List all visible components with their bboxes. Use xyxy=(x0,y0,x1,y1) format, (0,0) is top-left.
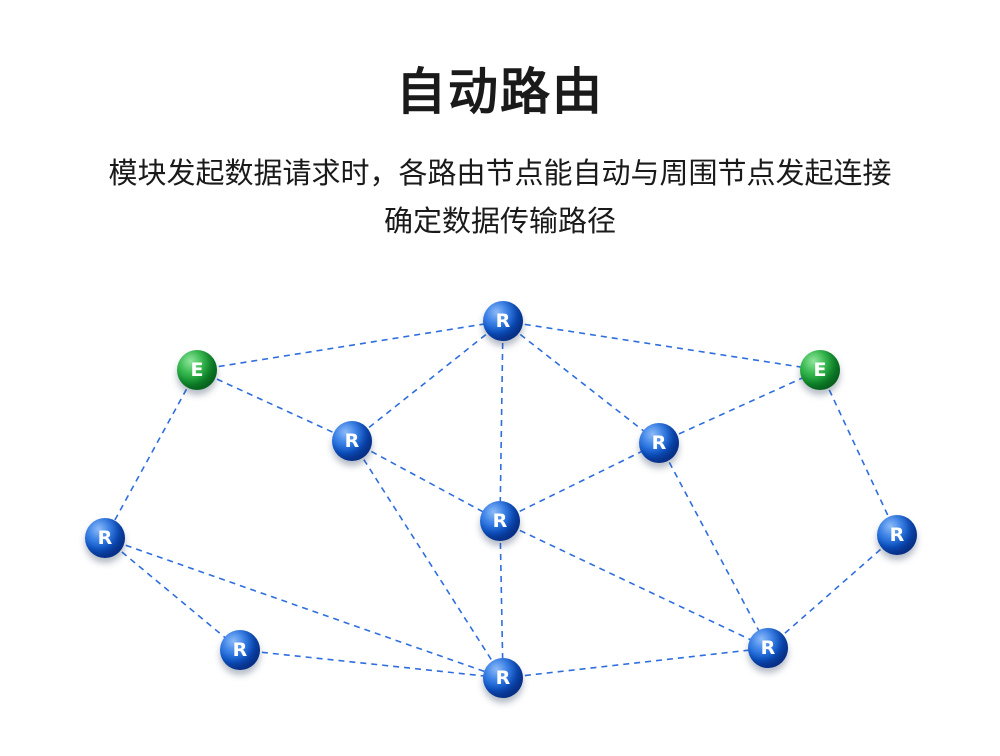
router-node-R1: R xyxy=(483,301,523,341)
endpoint-node-E1: E xyxy=(177,350,217,390)
edge-E1-R2 xyxy=(196,369,353,442)
edge-R1-R4 xyxy=(499,320,504,522)
page-title: 自动路由 xyxy=(396,63,604,121)
edge-E2-R6 xyxy=(819,369,898,536)
edge-R2-R4 xyxy=(351,440,501,522)
edge-R4-R8 xyxy=(499,520,769,649)
edge-R3-E2 xyxy=(658,369,821,444)
edge-E1-R5 xyxy=(104,369,198,539)
edge-E1-R1 xyxy=(196,320,504,371)
edge-R4-R9 xyxy=(499,520,504,679)
edge-R3-R8 xyxy=(658,442,769,649)
subtitle-line-2: 确定数据传输路径 xyxy=(383,204,616,238)
edge-R1-R3 xyxy=(502,320,660,444)
router-node-R9: R xyxy=(483,658,523,698)
router-node-R6: R xyxy=(877,515,917,555)
router-node-R4: R xyxy=(480,501,520,541)
router-node-R5: R xyxy=(85,518,125,558)
edge-R7-R9 xyxy=(239,649,504,679)
edge-R5-R7 xyxy=(104,537,241,651)
router-node-R2: R xyxy=(332,421,372,461)
edge-R6-R8 xyxy=(767,534,898,649)
subtitle-line-1: 模块发起数据请求时，各路由节点能自动与周围节点发起连接 xyxy=(108,156,892,190)
edge-R9-R8 xyxy=(502,647,769,679)
endpoint-node-E2: E xyxy=(800,350,840,390)
router-node-R8: R xyxy=(748,628,788,668)
router-node-R7: R xyxy=(220,630,260,670)
router-node-R3: R xyxy=(639,423,679,463)
edge-R2-R9 xyxy=(351,440,504,679)
edge-R5-R9 xyxy=(104,537,504,679)
edge-R4-R3 xyxy=(499,442,660,522)
edge-R1-E2 xyxy=(502,320,821,371)
edge-R1-R2 xyxy=(351,320,504,442)
